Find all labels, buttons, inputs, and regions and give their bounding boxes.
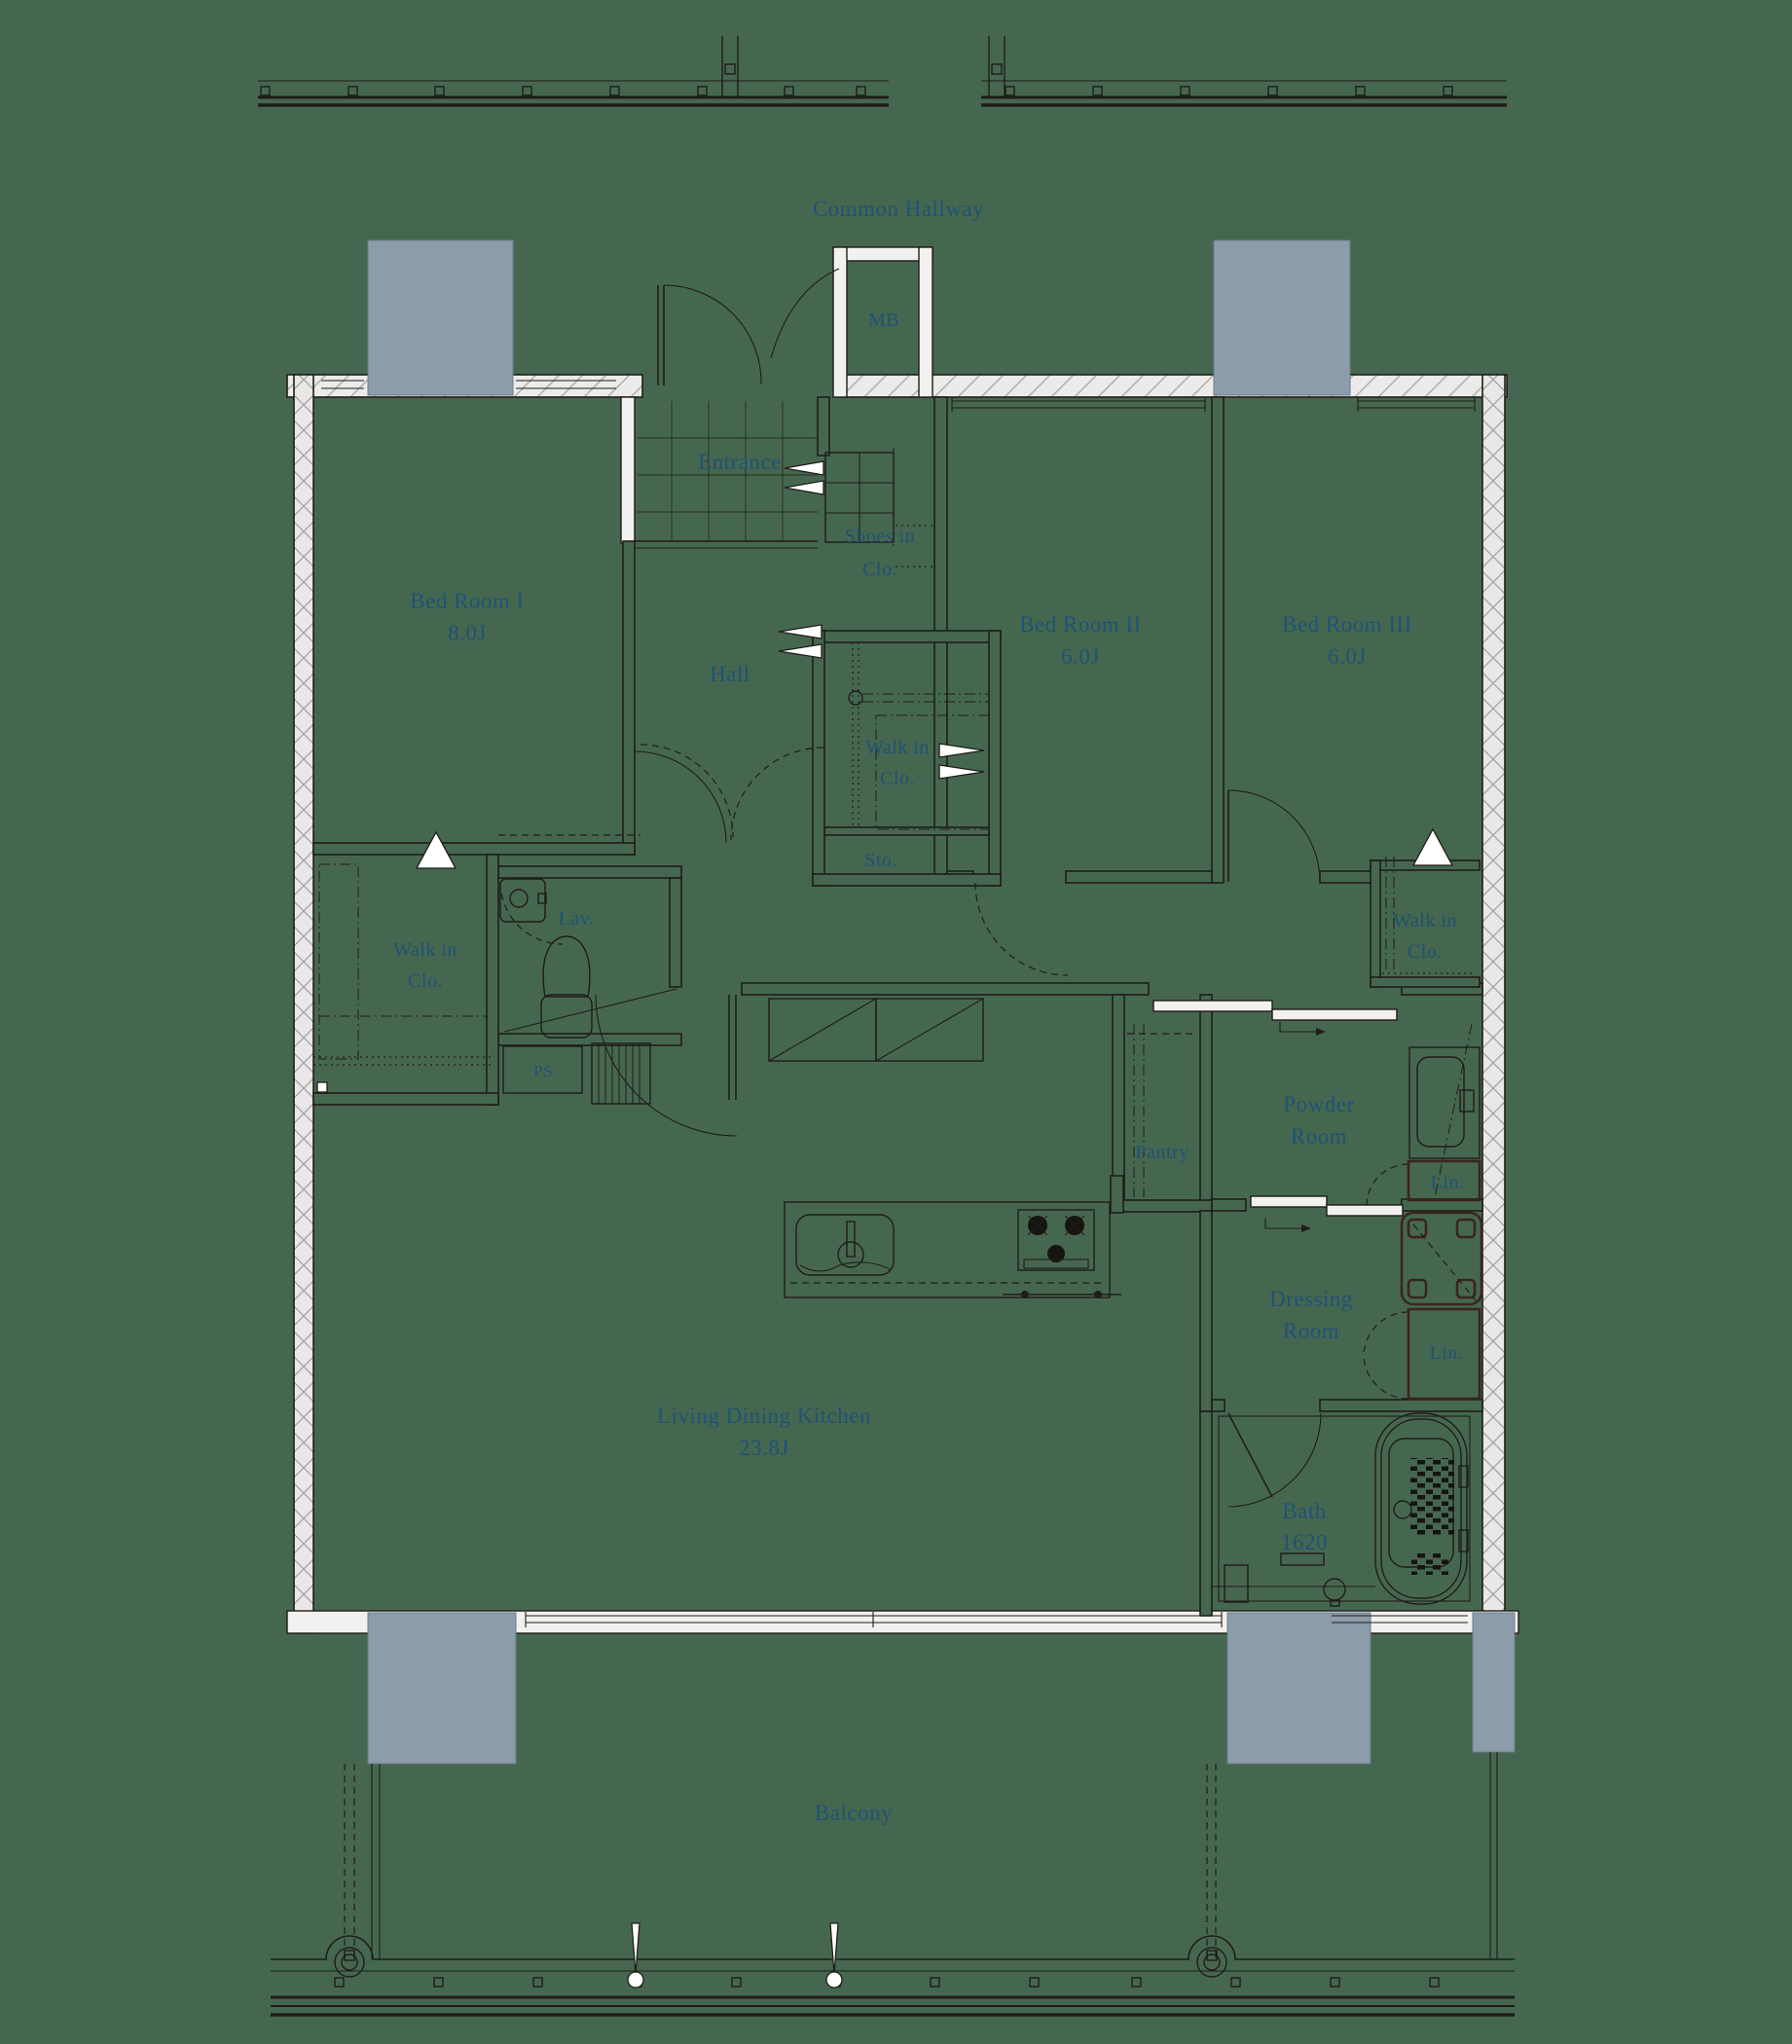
- label-walkin-center: Walk in: [865, 737, 930, 758]
- bathtub: [1374, 1412, 1469, 1605]
- bath-counter: [1224, 1564, 1249, 1603]
- drain-pipe: [627, 1922, 843, 1989]
- label-storage: Sto.: [864, 850, 897, 871]
- label-dressing-room: Dressing: [1269, 1287, 1353, 1311]
- svg-text:Room: Room: [1291, 1124, 1347, 1149]
- label-linen-1: Lin.: [1431, 1172, 1465, 1193]
- walkin-closet-center-detail: [848, 642, 990, 830]
- pillar-bottom-right: [1226, 1612, 1371, 1765]
- interior-walls: [312, 396, 1483, 1617]
- room-labels: Common Hallway MB Entrance Shoes in Clo.…: [393, 197, 1464, 1825]
- pantry-detail: [1127, 1024, 1197, 1197]
- svg-text:8.0J: 8.0J: [448, 621, 487, 645]
- doors: [498, 744, 1409, 1508]
- entrance-tile-grid: [635, 401, 818, 549]
- svg-text:23.8J: 23.8J: [739, 1436, 789, 1460]
- closet-markers: [415, 460, 1454, 869]
- bedroom2-door-arc: [974, 882, 1069, 976]
- label-lavatory: Lav.: [559, 908, 595, 930]
- label-bedroom-1: Bed Room I: [410, 589, 524, 613]
- walkin-closet-left-detail: [313, 863, 492, 1093]
- bath-door: [1227, 1412, 1322, 1508]
- corner-basin: [499, 878, 546, 923]
- washer-pan: [1400, 1211, 1483, 1306]
- closet-marker-wic-right: [1411, 827, 1454, 866]
- dressing-pocket-door: [1250, 1195, 1404, 1232]
- label-walkin-right: Walk in: [1393, 910, 1457, 931]
- entrance-door: [657, 268, 840, 385]
- ldk-door: [595, 994, 738, 1137]
- exterior-walls: [286, 374, 1519, 1634]
- floor-step: [591, 1042, 651, 1105]
- label-powder-room: Powder: [1283, 1092, 1354, 1116]
- linen2-door-arcs: [1363, 1311, 1409, 1357]
- pillar-bottom-left: [367, 1612, 517, 1765]
- label-bedroom-2: Bed Room II: [1019, 612, 1142, 637]
- bedroom3-door-arc: [1227, 789, 1321, 883]
- label-bath: Bath: [1282, 1499, 1326, 1523]
- bedroom1-door-arc: [634, 750, 727, 844]
- pillar-bottom-edge: [1472, 1612, 1516, 1753]
- lavatory-fixtures: [499, 878, 677, 1039]
- svg-text:Clo.: Clo.: [862, 559, 897, 580]
- kitchen: [768, 998, 1121, 1298]
- label-bedroom-3: Bed Room III: [1282, 612, 1412, 637]
- shoes-closet-box: [824, 448, 933, 567]
- bath-fixtures: [1212, 1412, 1471, 1607]
- closet-marker-wic-left: [415, 830, 457, 869]
- svg-text:1620: 1620: [1281, 1530, 1328, 1554]
- svg-text:6.0J: 6.0J: [1061, 644, 1100, 669]
- svg-text:Clo.: Clo.: [408, 970, 443, 992]
- balcony-structure: [271, 1752, 1515, 2017]
- powder-vanity: [1408, 1023, 1481, 1198]
- pillar-top-right: [1213, 239, 1351, 396]
- closet-marker-hall: [778, 624, 823, 639]
- label-walkin-left: Walk in: [393, 939, 457, 961]
- svg-text:Clo.: Clo.: [880, 768, 915, 789]
- bath-faucet: [1280, 1552, 1325, 1566]
- label-pantry: Pantry: [1135, 1142, 1189, 1163]
- balcony-drain: [334, 1947, 1227, 1978]
- pillars: [367, 239, 1516, 1765]
- label-common-hallway: Common Hallway: [813, 197, 984, 221]
- railing-post-stub: [721, 36, 1006, 97]
- hall-double-door-arc: [640, 744, 734, 838]
- label-entrance: Entrance: [698, 450, 782, 474]
- svg-text:Clo.: Clo.: [1408, 941, 1443, 963]
- shower-drain: [1323, 1578, 1346, 1601]
- label-linen-2: Lin.: [1430, 1342, 1464, 1364]
- pipe-space-box: [502, 1042, 651, 1105]
- label-pipe-space: PS: [533, 1062, 553, 1080]
- kitchen-sink: [795, 1214, 895, 1276]
- kitchen-counter: [784, 1201, 1111, 1298]
- powder-pocket-door: [1152, 1000, 1398, 1036]
- windows: [321, 380, 1476, 1627]
- meter-box-enclosure: [832, 246, 933, 398]
- cupboard-2: [875, 998, 984, 1062]
- label-balcony: Balcony: [815, 1801, 893, 1825]
- closet-marker-shoes: [784, 460, 824, 476]
- label-meter-box: MB: [868, 310, 899, 331]
- balcony-rail-posts: [334, 1977, 1440, 1988]
- linen2-box: [1407, 1307, 1481, 1401]
- hallway-railing: [258, 36, 1507, 107]
- svg-text:Room: Room: [1283, 1319, 1339, 1343]
- label-ldk: Living Dining Kitchen: [657, 1404, 871, 1428]
- balcony-partitions: [344, 1752, 1498, 1959]
- walkin-closet-right-detail: [1382, 857, 1476, 974]
- closet-marker-wic-center: [938, 743, 985, 758]
- lavatory-door-arc: [499, 881, 564, 945]
- label-hall: Hall: [710, 662, 750, 686]
- toilet: [540, 935, 593, 1039]
- stove: [1017, 1209, 1095, 1271]
- pillar-top-left: [367, 239, 514, 396]
- svg-text:6.0J: 6.0J: [1328, 644, 1367, 669]
- linen1-box: [1407, 1159, 1481, 1202]
- label-shoes-closet: Shoes in: [845, 526, 915, 547]
